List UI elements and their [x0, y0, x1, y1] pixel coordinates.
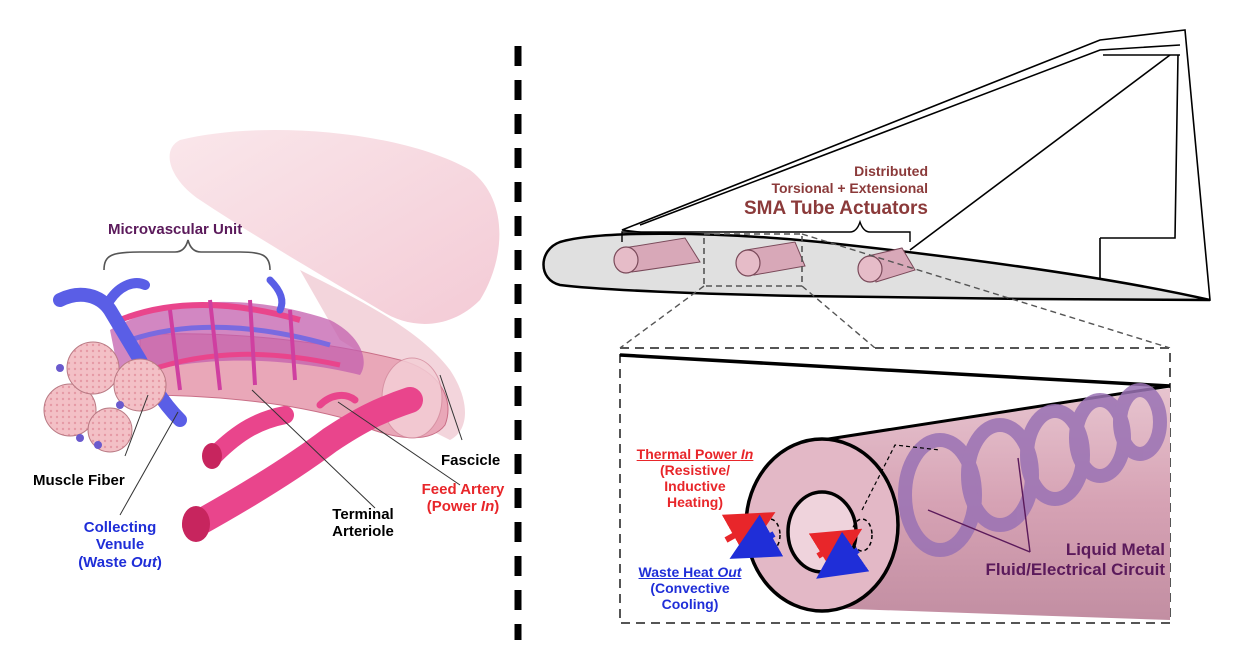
collecting-venule-line2: Venule — [95, 536, 145, 554]
collecting-venule-label: Collecting Venule (Waste Out) — [60, 519, 180, 571]
feed-artery-label: Feed Artery (Power In) — [411, 481, 515, 516]
waste-out-label: (Waste Out) — [78, 553, 162, 571]
torsional-label: Torsional + Extensional — [771, 180, 928, 196]
thermal-sub-3: Heating) — [667, 494, 723, 511]
distributed-label: Distributed — [854, 163, 928, 179]
liquid-metal-line2: Fluid/Electrical Circuit — [985, 559, 1166, 579]
thermal-sub-2: Inductive — [664, 478, 726, 495]
fascicle-label: Fascicle — [441, 452, 501, 469]
terminal-arteriole-label: Terminal Arteriole — [323, 506, 403, 541]
sma-actuators-label: SMA Tube Actuators — [743, 198, 928, 219]
liquid-metal-label: Liquid Metal Fluid/Electrical Circuit — [930, 540, 1166, 579]
feed-artery-line1: Feed Artery — [421, 481, 505, 498]
terminal-arteriole-line1: Terminal — [332, 506, 394, 523]
microvascular-unit-label: Microvascular Unit — [108, 221, 243, 238]
thermal-sub-1: (Resistive/ — [659, 462, 731, 479]
heat-out-arrow — [729, 514, 870, 579]
terminal-arteriole-line2: Arteriole — [332, 523, 394, 541]
waste-heat-label: Waste Heat Out (Convective Cooling) — [615, 564, 765, 612]
tube-cross-section — [619, 347, 1171, 624]
waste-sub-1: (Convective — [650, 580, 730, 597]
wing-outline — [542, 29, 1211, 349]
thermal-power-label: Thermal Power In (Resistive/ Inductive H… — [615, 446, 775, 510]
power-in-label: (Power In) — [426, 498, 500, 516]
muscle-fiber-label: Muscle Fiber — [33, 472, 125, 489]
liquid-metal-line1: Liquid Metal — [1065, 540, 1165, 559]
collecting-venule-line1: Collecting — [83, 519, 157, 536]
waste-sub-2: Cooling) — [661, 596, 719, 613]
microvascular-illustration — [43, 130, 500, 542]
